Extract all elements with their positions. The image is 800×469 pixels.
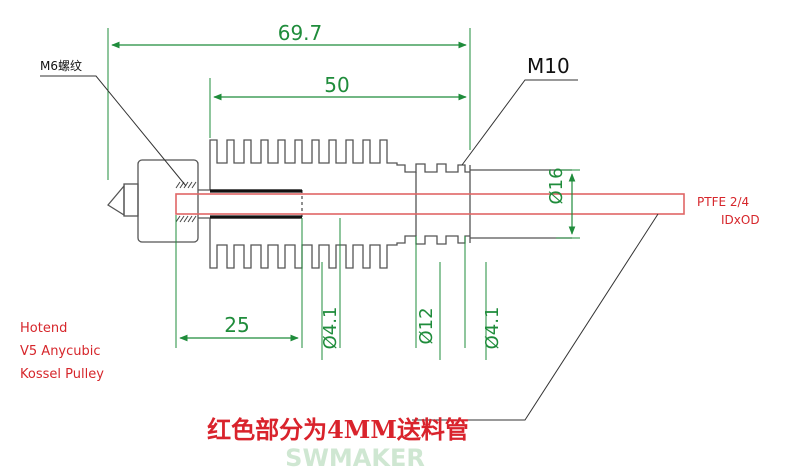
dim-bore-left: Ø4.1 — [320, 307, 341, 350]
watermark-text: SWMAKER — [285, 444, 425, 469]
label-ptfe-idxod: IDxOD — [721, 213, 760, 227]
heatsink-top-fins — [209, 139, 470, 190]
label-m6-thread: M6螺纹 — [40, 59, 82, 73]
heatsink-bottom-fins — [209, 218, 470, 269]
m6-thread-hatch — [175, 181, 197, 223]
leader-m10 — [461, 79, 578, 166]
nozzle-body — [123, 183, 139, 217]
dim-heatsink-length: 50 — [324, 73, 349, 97]
product-line-1: Hotend — [20, 321, 67, 336]
dim-bore-center: Ø12 — [416, 307, 437, 344]
product-line-2: V5 Anycubic — [20, 344, 101, 359]
caption-red-ptfe: 红色部分为4MM送料管 — [207, 415, 469, 444]
dim-total-length: 69.7 — [278, 21, 323, 45]
label-ptfe-size: PTFE 2/4 — [697, 195, 749, 209]
extension-lines — [107, 28, 580, 348]
leader-m6 — [40, 75, 187, 187]
heater-block — [137, 159, 199, 243]
heatbreak-throat — [210, 189, 302, 219]
dim-throat-length: 25 — [224, 313, 249, 337]
dim-tube-diameter: Ø16 — [546, 167, 567, 204]
leader-ptfe — [412, 213, 659, 421]
label-m10-thread: M10 — [527, 54, 570, 78]
product-line-3: Kossel Pulley — [20, 367, 104, 382]
ptfe-tube — [175, 193, 685, 215]
nozzle-tip — [107, 184, 125, 217]
dim-bore-right: Ø4.1 — [482, 307, 503, 350]
